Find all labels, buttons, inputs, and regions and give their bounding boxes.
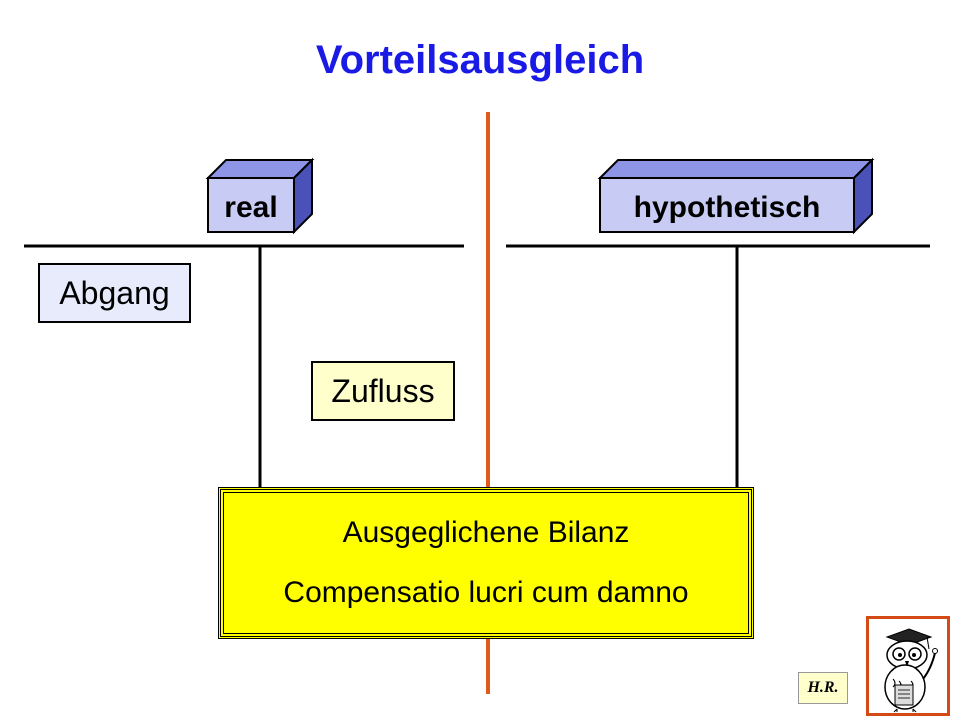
hypothetisch-column-box: hypothetisch	[597, 157, 875, 235]
real-box-front	[207, 177, 295, 233]
real-column-box: real	[205, 157, 315, 235]
zufluss-box: Zufluss	[311, 361, 455, 421]
abgang-box: Abgang	[38, 263, 191, 323]
author-logo: H.R.	[798, 612, 952, 716]
owl-picture-frame	[866, 616, 950, 716]
author-initials-tag: H.R.	[798, 672, 848, 704]
slide-title: Vorteilsausgleich	[315, 38, 645, 82]
real-label: real	[224, 191, 277, 224]
summary-line-balance: Ausgeglichene Bilanz	[342, 516, 630, 549]
summary-inner: Ausgeglichene Bilanz Compensatio lucri c…	[223, 492, 749, 634]
owl-professor-icon	[884, 628, 938, 713]
hypothetisch-label: hypothetisch	[634, 191, 821, 224]
hypothetisch-box-front	[599, 177, 855, 233]
summary-box: Ausgeglichene Bilanz Compensatio lucri c…	[218, 487, 754, 639]
hypothetisch-box-top	[597, 159, 875, 179]
summary-line-compensatio: Compensatio lucri cum damno	[283, 576, 689, 609]
